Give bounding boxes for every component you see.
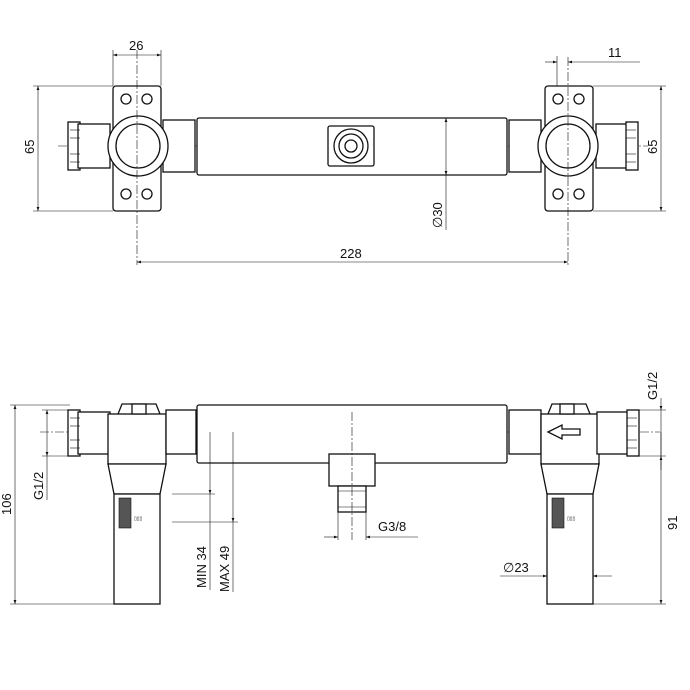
dim-65-right-label: 65 — [645, 140, 660, 154]
dim-g38-label: G3/8 — [378, 519, 406, 534]
right-side-fitting: ▯▯▯ — [508, 403, 640, 605]
dim-g12-left-label: G1/2 — [31, 472, 46, 500]
bottom-outlet-valve — [328, 412, 376, 540]
dim-min34-label: MIN 34 — [194, 546, 209, 588]
left-side-fitting: ▯▯▯ — [67, 403, 197, 605]
side-view: ▯▯▯ ▯▯▯ — [0, 372, 680, 605]
dim-g12-right-label: G1/2 — [645, 372, 660, 400]
dim-max49-label: MAX 49 — [217, 546, 232, 592]
dim-106-label: 106 — [0, 493, 14, 515]
svg-text:▯▯▯: ▯▯▯ — [567, 516, 576, 522]
dim-91-label: 91 — [665, 516, 680, 530]
flow-arrow-icon — [546, 423, 581, 441]
left-inlet-fitting — [67, 115, 196, 177]
dim-diam-30-label: ∅30 — [430, 202, 445, 228]
top-view: 26 11 65 65 ∅30 228 — [22, 38, 666, 265]
dim-26-label: 26 — [129, 38, 143, 53]
svg-text:▯▯▯: ▯▯▯ — [134, 516, 143, 522]
dim-65-left-label: 65 — [22, 140, 37, 154]
dim-11-label: 11 — [608, 45, 622, 60]
dim-228-label: 228 — [340, 246, 362, 261]
dim-diam-23-label: ∅23 — [503, 560, 529, 575]
center-valve-top — [327, 125, 375, 167]
right-inlet-fitting — [508, 115, 639, 177]
